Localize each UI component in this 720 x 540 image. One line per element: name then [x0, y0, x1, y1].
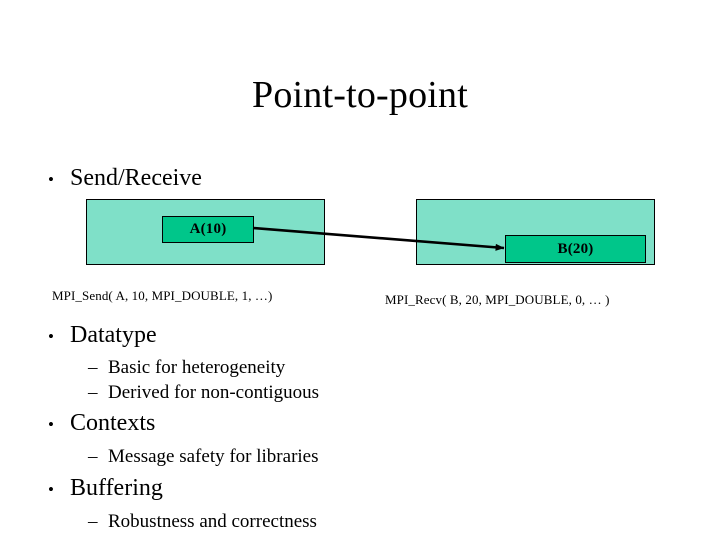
recv-buffer-label: B(20) — [557, 240, 594, 257]
subbullet-marker: – — [88, 511, 98, 532]
mpi-send-call-label: MPI_Send( A, 10, MPI_DOUBLE, 1, …) — [52, 288, 273, 303]
bullet-label: Datatype — [70, 322, 157, 348]
subbullet-marker: – — [88, 357, 98, 378]
bullet-buffering: • Buffering — [48, 473, 163, 505]
send-buffer-label: A(10) — [189, 221, 227, 237]
process-0-memory-box — [86, 199, 325, 265]
bullet-marker: • — [48, 170, 54, 189]
subbullet-derived-noncontiguous: – Derived for non-contiguous — [88, 380, 319, 405]
subbullet-marker: – — [88, 382, 98, 403]
subbullet-message-safety: – Message safety for libraries — [88, 444, 319, 469]
bullet-label: Buffering — [70, 475, 163, 501]
subbullet-robustness-correctness: – Robustness and correctness — [88, 509, 317, 534]
bullet-label: Contexts — [70, 410, 156, 436]
subbullet-label: Robustness and correctness — [108, 511, 317, 532]
bullet-label: Send/Receive — [70, 165, 202, 191]
bullet-marker: • — [48, 327, 54, 346]
bullet-marker: • — [48, 415, 54, 434]
subbullet-label: Message safety for libraries — [108, 446, 319, 467]
bullet-contexts: • Contexts — [48, 408, 155, 440]
process-1-memory-box — [416, 199, 655, 265]
bullet-datatype: • Datatype — [48, 320, 157, 352]
mpi-recv-call-label: MPI_Recv( B, 20, MPI_DOUBLE, 0, … ) — [385, 292, 610, 307]
subbullet-marker: – — [88, 446, 98, 467]
subbullet-basic-heterogeneity: – Basic for heterogeneity — [88, 355, 285, 380]
send-buffer-box: A(10) — [162, 216, 254, 243]
page-title: Point-to-point — [251, 74, 469, 116]
recv-buffer-box: B(20) — [505, 235, 646, 263]
bullet-send-receive: • Send/Receive — [48, 163, 202, 195]
bullet-marker: • — [48, 480, 54, 499]
subbullet-label: Basic for heterogeneity — [108, 357, 286, 378]
arrow-line — [252, 226, 505, 251]
subbullet-label: Derived for non-contiguous — [108, 382, 320, 403]
